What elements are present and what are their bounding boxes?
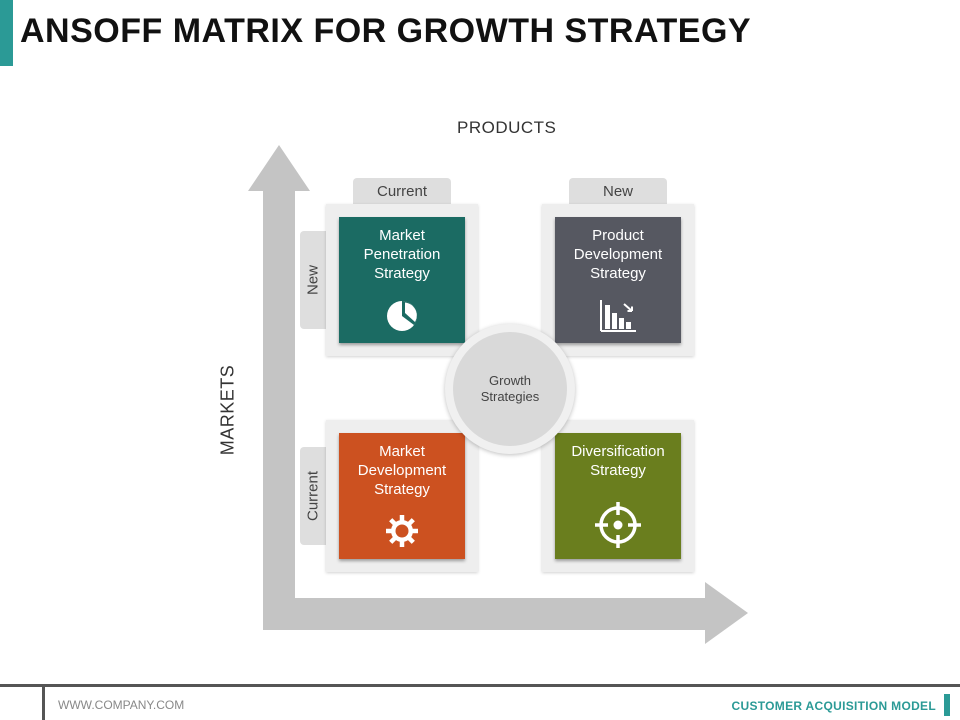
- footer-tagline: CUSTOMER ACQUISITION MODEL: [731, 699, 936, 713]
- quadrant-card-product-development: Product Development Strategy: [555, 217, 681, 343]
- title-accent-bar: [0, 0, 13, 66]
- gear-icon: [386, 515, 418, 547]
- row-tab-new: New: [300, 231, 326, 329]
- row-tab-current: Current: [300, 447, 326, 545]
- quadrant-card-diversification: Diversification Strategy: [555, 433, 681, 559]
- footer-vertical-divider: [42, 687, 45, 720]
- pie-chart-icon: [387, 301, 417, 331]
- quadrant-label: Diversification Strategy: [571, 443, 665, 479]
- footer-divider-line: [0, 684, 960, 687]
- y-axis-arrow: [248, 145, 310, 630]
- quadrant-card-market-development: Market Development Strategy: [339, 433, 465, 559]
- quadrant-frame-market-penetration: Market Penetration Strategy: [326, 204, 478, 356]
- growth-strategies-inner: Growth Strategies: [453, 332, 567, 446]
- quadrant-frame-product-development: Product Development Strategy: [542, 204, 694, 356]
- footer-accent-bar: [944, 694, 950, 716]
- bar-chart-down-icon: [600, 300, 636, 332]
- quadrant-frame-diversification: Diversification Strategy: [542, 420, 694, 572]
- markets-axis-label: MARKETS: [217, 364, 238, 456]
- footer-url: WWW.COMPANY.COM: [58, 698, 185, 712]
- row-tab-new-label: New: [304, 264, 322, 296]
- column-tab-current: Current: [353, 178, 451, 204]
- quadrant-label: Product Development Strategy: [573, 227, 663, 282]
- quadrant-label: Market Penetration Strategy: [363, 227, 441, 282]
- column-tab-new: New: [569, 178, 667, 204]
- products-axis-label: PRODUCTS: [457, 118, 557, 137]
- page-title: ANSOFF MATRIX FOR GROWTH STRATEGY: [20, 12, 752, 50]
- row-tab-current-label: Current: [304, 470, 322, 522]
- quadrant-label: Market Development Strategy: [357, 443, 447, 498]
- growth-strategies-label: Growth Strategies: [480, 373, 540, 404]
- crosshair-icon: [595, 502, 641, 548]
- x-axis-arrow: [263, 582, 748, 644]
- quadrant-card-market-penetration: Market Penetration Strategy: [339, 217, 465, 343]
- quadrant-frame-market-development: Market Development Strategy: [326, 420, 478, 572]
- growth-strategies-circle: Growth Strategies: [445, 324, 575, 454]
